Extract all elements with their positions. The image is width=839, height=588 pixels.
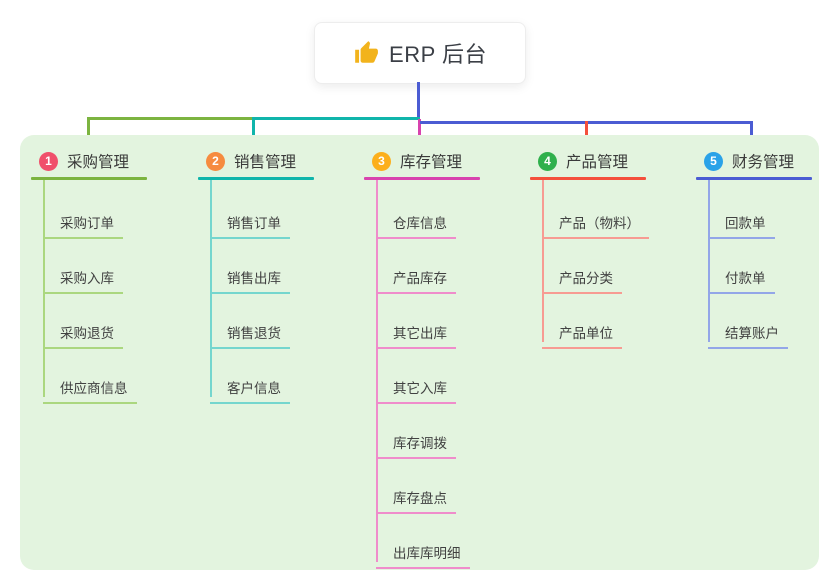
leaf-label: 销售出库	[227, 270, 281, 286]
leaf-item[interactable]: 采购退货	[43, 310, 123, 349]
leaf-label: 产品（物料）	[559, 215, 640, 231]
leaf-label: 库存调拨	[393, 435, 447, 451]
leaf-item[interactable]: 销售出库	[210, 255, 290, 294]
leaf-item[interactable]: 产品单位	[542, 310, 622, 349]
branch-underline	[530, 177, 646, 180]
connector-branch2-drop	[252, 117, 255, 148]
leaf-label: 供应商信息	[60, 380, 128, 396]
leaf-item[interactable]: 产品库存	[376, 255, 456, 294]
leaf-item[interactable]: 回款单	[708, 200, 775, 239]
branch-number-badge: 4	[538, 151, 557, 171]
leaf-item[interactable]: 销售订单	[210, 200, 290, 239]
leaf-label: 产品分类	[559, 270, 613, 286]
branch-number-badge: 2	[206, 151, 225, 171]
leaf-item[interactable]: 其它出库	[376, 310, 456, 349]
leaf-item[interactable]: 出库库明细	[376, 530, 470, 569]
thumbs-up-glyph	[355, 41, 378, 63]
leaf-item[interactable]: 库存盘点	[376, 475, 456, 514]
leaf-label: 采购订单	[60, 215, 114, 231]
leaf-item[interactable]: 库存调拨	[376, 420, 456, 459]
thumbs-up-icon	[355, 41, 378, 63]
branch-label: 财务管理	[732, 154, 795, 171]
branch-number-badge: 3	[372, 151, 391, 171]
branch-label: 库存管理	[400, 154, 463, 171]
connector-branch5-drop	[750, 121, 753, 148]
branch-underline	[31, 177, 147, 180]
connector-root-stem	[417, 82, 420, 119]
leaf-label: 销售订单	[227, 215, 281, 231]
leaf-item[interactable]: 供应商信息	[43, 365, 137, 404]
leaf-label: 库存盘点	[393, 490, 447, 506]
leaf-item[interactable]: 采购入库	[43, 255, 123, 294]
connector-branch4-drop	[585, 121, 588, 148]
leaf-item[interactable]: 结算账户	[708, 310, 788, 349]
branch-tree-line	[43, 180, 45, 397]
branch-tree-line	[542, 180, 544, 342]
leaf-item[interactable]: 其它入库	[376, 365, 456, 404]
branch-underline	[696, 177, 812, 180]
branch-underline	[364, 177, 480, 180]
leaf-label: 客户信息	[227, 380, 281, 396]
leaf-label: 付款单	[725, 270, 766, 286]
leaf-item[interactable]: 采购订单	[43, 200, 123, 239]
connector-branch1-drop	[87, 117, 90, 148]
leaf-label: 结算账户	[725, 325, 779, 341]
root-node-label: ERP 后台	[389, 42, 487, 67]
connector-branch2-h	[252, 117, 420, 120]
branch-product-title[interactable]: 4 产品管理	[538, 150, 628, 172]
leaf-item[interactable]: 产品分类	[542, 255, 622, 294]
leaf-label: 回款单	[725, 215, 766, 231]
leaf-label: 产品库存	[393, 270, 447, 286]
leaf-label: 其它出库	[393, 325, 447, 341]
branch-label: 产品管理	[566, 154, 629, 171]
branch-finance-title[interactable]: 5 财务管理	[704, 150, 794, 172]
branch-purchase-title[interactable]: 1 采购管理	[39, 150, 129, 172]
branch-tree-line	[376, 180, 378, 562]
branch-label: 销售管理	[234, 154, 297, 171]
leaf-label: 其它入库	[393, 380, 447, 396]
branches-panel	[20, 135, 819, 570]
branch-label: 采购管理	[67, 154, 130, 171]
leaf-item[interactable]: 销售退货	[210, 310, 290, 349]
leaf-label: 采购入库	[60, 270, 114, 286]
leaf-label: 采购退货	[60, 325, 114, 341]
leaf-item[interactable]: 客户信息	[210, 365, 290, 404]
leaf-label: 仓库信息	[393, 215, 447, 231]
leaf-label: 产品单位	[559, 325, 613, 341]
connector-branch1-h	[87, 117, 255, 120]
leaf-label: 出库库明细	[393, 545, 461, 561]
leaf-item[interactable]: 产品（物料）	[542, 200, 649, 239]
branch-tree-line	[708, 180, 710, 342]
branch-number-badge: 1	[39, 151, 58, 171]
branch-sales-title[interactable]: 2 销售管理	[206, 150, 296, 172]
branch-number-badge: 5	[704, 151, 723, 171]
branch-underline	[198, 177, 314, 180]
connector-branch3-drop	[418, 119, 421, 148]
leaf-label: 销售退货	[227, 325, 281, 341]
branch-inventory-title[interactable]: 3 库存管理	[372, 150, 462, 172]
leaf-item[interactable]: 付款单	[708, 255, 775, 294]
branch-tree-line	[210, 180, 212, 397]
leaf-item[interactable]: 仓库信息	[376, 200, 456, 239]
root-node-erp[interactable]: ERP 后台	[314, 22, 526, 84]
